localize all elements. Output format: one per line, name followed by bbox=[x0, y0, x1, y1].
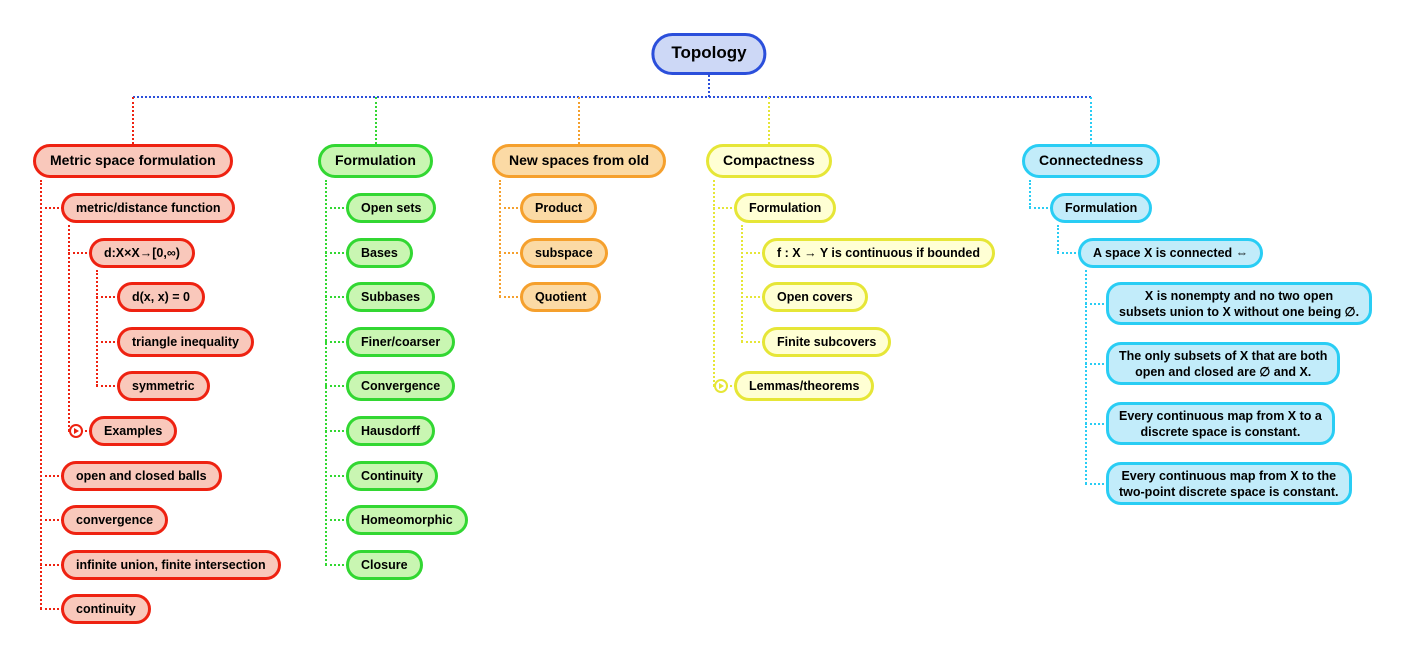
connector-line-horizontal bbox=[96, 385, 119, 388]
connector-line-vertical bbox=[40, 180, 42, 610]
connector-line-horizontal bbox=[1057, 251, 1080, 254]
node-bases[interactable]: Bases bbox=[346, 237, 413, 268]
connector-line-horizontal bbox=[325, 296, 348, 299]
connector-line-horizontal bbox=[325, 251, 348, 254]
connector-line-horizontal bbox=[713, 207, 736, 209]
node-subspace[interactable]: subspace bbox=[520, 237, 608, 268]
node-d-x-x-0[interactable]: d(x, x) = 0 bbox=[117, 282, 206, 313]
node-infinite-union-finite-intersection[interactable]: infinite union, finite intersection bbox=[61, 549, 281, 580]
node-f-x-y-is-continuous-if-bounded[interactable]: f : X → Y is continuous if bounded bbox=[762, 237, 996, 268]
node-finite-subcovers[interactable]: Finite subcovers bbox=[762, 326, 892, 357]
node-text-line: open and closed are ∅ and X. bbox=[1135, 364, 1312, 379]
node-text-line: X is nonempty and no two open bbox=[1144, 288, 1334, 303]
connector-line-horizontal bbox=[499, 251, 522, 254]
node-continuity[interactable]: continuity bbox=[61, 594, 151, 625]
node-open-sets[interactable]: Open sets bbox=[346, 193, 437, 223]
connector-line-vertical bbox=[708, 75, 710, 97]
node-a-space-x-is-connected[interactable]: A space X is connected ⇔ bbox=[1078, 237, 1264, 268]
node-text-line: Every continuous map from X to a bbox=[1119, 408, 1322, 423]
connector-line-vertical bbox=[1029, 180, 1031, 208]
node-examples[interactable]: Examples bbox=[89, 416, 178, 446]
connector-line-horizontal bbox=[325, 385, 348, 388]
connector-line-vertical bbox=[1057, 225, 1059, 253]
node-closure[interactable]: Closure bbox=[346, 549, 423, 580]
connector-line-horizontal bbox=[133, 96, 1091, 98]
node-convergence[interactable]: Convergence bbox=[346, 371, 456, 402]
connector-line-horizontal bbox=[325, 340, 348, 343]
connector-line-vertical bbox=[768, 97, 770, 144]
node-text-line: Every continuous map from X to the bbox=[1121, 468, 1337, 483]
node-text-line: The only subsets of X that are both bbox=[1119, 348, 1328, 363]
connector-line-horizontal bbox=[40, 519, 63, 522]
node-metric-distance-function[interactable]: metric/distance function bbox=[61, 193, 236, 223]
branch-header-formulation[interactable]: Formulation bbox=[318, 144, 433, 178]
connector-line-vertical bbox=[499, 180, 501, 298]
collapse-toggle-icon[interactable] bbox=[69, 424, 83, 438]
node-hausdorff[interactable]: Hausdorff bbox=[346, 416, 436, 446]
node-symmetric[interactable]: symmetric bbox=[117, 371, 210, 402]
branch-header-new-spaces-from-old[interactable]: New spaces from old bbox=[492, 144, 667, 178]
node-finer-coarser[interactable]: Finer/coarser bbox=[346, 326, 456, 357]
connector-line-horizontal bbox=[499, 207, 522, 209]
connector-line-horizontal bbox=[1029, 207, 1052, 209]
connector-line-horizontal bbox=[325, 474, 348, 477]
node-quotient[interactable]: Quotient bbox=[520, 282, 602, 313]
node-convergence[interactable]: convergence bbox=[61, 505, 169, 536]
connector-line-horizontal bbox=[40, 563, 63, 566]
connector-line-vertical bbox=[578, 97, 580, 144]
node-formulation[interactable]: Formulation bbox=[734, 193, 837, 223]
connector-line-vertical bbox=[132, 97, 134, 144]
connector-line-vertical bbox=[325, 180, 327, 565]
connector-line-horizontal bbox=[96, 296, 119, 299]
node-continuity[interactable]: Continuity bbox=[346, 460, 438, 491]
connector-line-horizontal bbox=[499, 296, 522, 299]
connector-line-vertical bbox=[68, 225, 70, 431]
connector-line-horizontal bbox=[1085, 482, 1108, 485]
connector-line-horizontal bbox=[68, 251, 91, 254]
node-text-line: two-point discrete space is constant. bbox=[1119, 484, 1339, 499]
node-homeomorphic[interactable]: Homeomorphic bbox=[346, 505, 468, 536]
branch-header-connectedness[interactable]: Connectedness bbox=[1022, 144, 1161, 178]
node-product[interactable]: Product bbox=[520, 193, 598, 223]
connector-line-vertical bbox=[1085, 269, 1087, 484]
connector-line-horizontal bbox=[1085, 302, 1108, 305]
connector-line-horizontal bbox=[741, 340, 764, 343]
node-formulation[interactable]: Formulation bbox=[1050, 193, 1153, 223]
connector-line-vertical bbox=[713, 180, 715, 387]
node-open-covers[interactable]: Open covers bbox=[762, 282, 868, 313]
connector-line-horizontal bbox=[40, 474, 63, 477]
node-lemmas-theorems[interactable]: Lemmas/theorems bbox=[734, 371, 875, 402]
node-triangle-inequality[interactable]: triangle inequality bbox=[117, 326, 254, 357]
node-subbases[interactable]: Subbases bbox=[346, 282, 436, 313]
connector-line-horizontal bbox=[325, 519, 348, 522]
connector-line-horizontal bbox=[1085, 422, 1108, 425]
connector-line-horizontal bbox=[96, 340, 119, 343]
connector-line-horizontal bbox=[325, 563, 348, 566]
connector-line-horizontal bbox=[40, 207, 63, 209]
root-node[interactable]: Topology bbox=[651, 33, 767, 75]
node-open-and-closed-balls[interactable]: open and closed balls bbox=[61, 460, 222, 491]
connector-line-vertical bbox=[1090, 97, 1092, 144]
connector-line-vertical bbox=[375, 97, 377, 144]
branch-header-metric-space-formulation[interactable]: Metric space formulation bbox=[33, 144, 233, 178]
connector-line-horizontal bbox=[741, 296, 764, 299]
connector-line-horizontal bbox=[741, 251, 764, 254]
connector-line-horizontal bbox=[325, 430, 348, 432]
node-text-line: subsets union to X without one being ∅. bbox=[1119, 304, 1360, 319]
connector-line-vertical bbox=[96, 269, 98, 387]
branch-header-compactness[interactable]: Compactness bbox=[706, 144, 832, 178]
node-d-x-x-0[interactable]: d:X×X→[0,∞) bbox=[89, 237, 195, 268]
connector-line-horizontal bbox=[1085, 362, 1108, 365]
collapse-toggle-icon[interactable] bbox=[714, 379, 728, 394]
connector-line-vertical bbox=[741, 225, 743, 342]
node-text-line: discrete space is constant. bbox=[1140, 424, 1301, 439]
connector-line-horizontal bbox=[40, 608, 63, 611]
connector-line-horizontal bbox=[325, 207, 348, 209]
